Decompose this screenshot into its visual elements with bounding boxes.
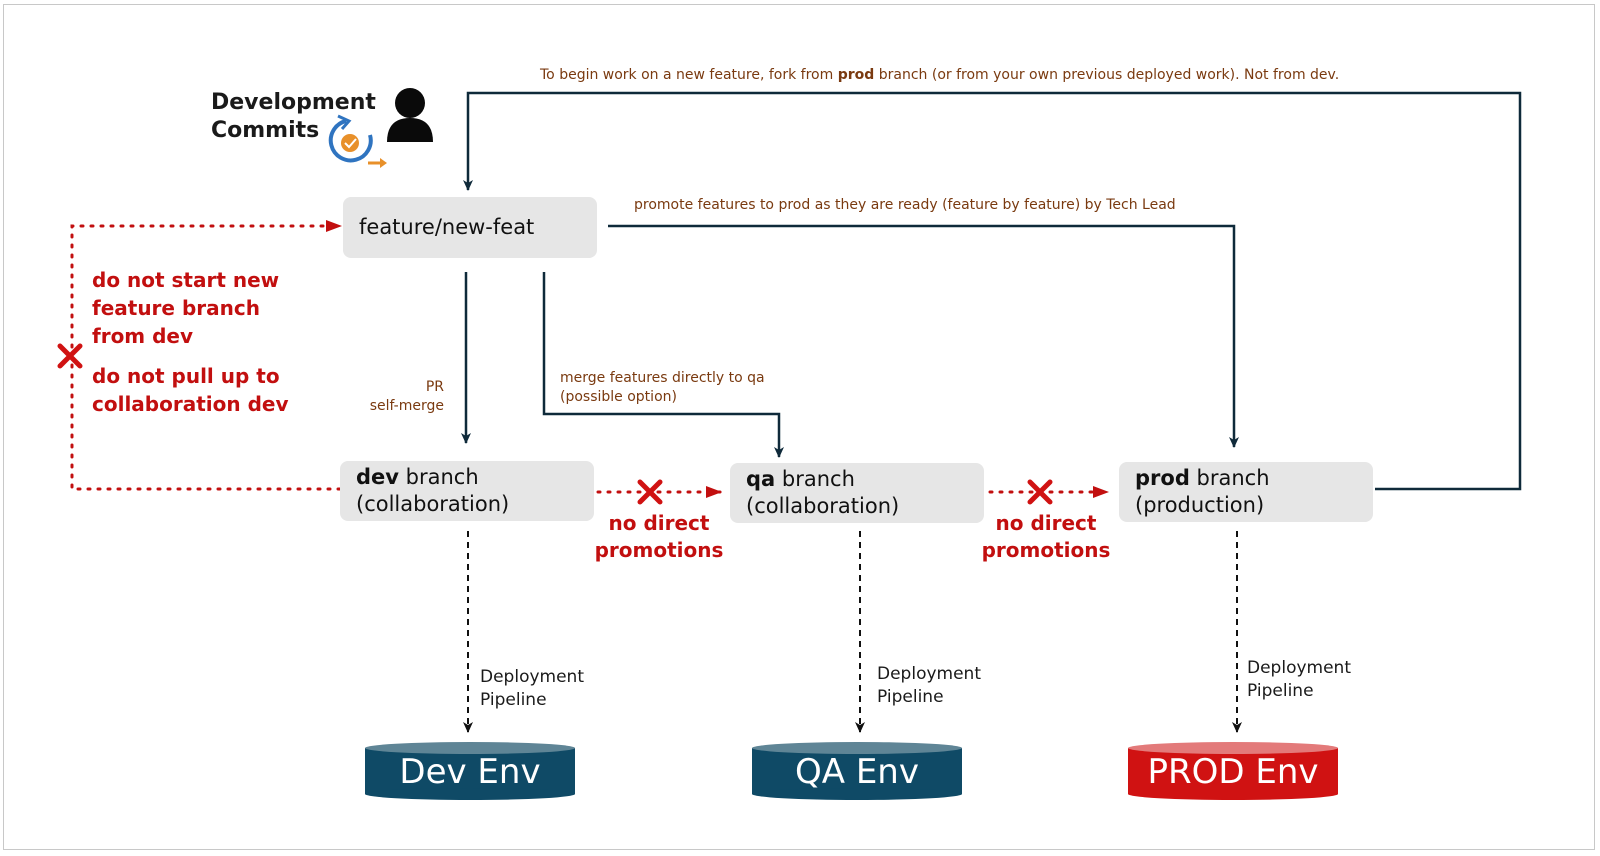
merge-qa-annotation: merge features directly to qa (possible …: [560, 370, 765, 405]
person-icon: [387, 88, 433, 142]
prod-env-cylinder: [1128, 742, 1338, 800]
dev-env-cylinder: [365, 742, 575, 800]
cross-icon: [57, 343, 83, 369]
qa-env-label: QA Env: [795, 752, 919, 792]
development-commits-title: Development Commits: [211, 89, 376, 145]
dev-branch-box: dev branch (collaboration): [340, 461, 594, 521]
warning-new-feature: do not start new feature branch from dev: [92, 268, 280, 348]
dev-env-label: Dev Env: [399, 752, 541, 792]
merge-to-qa-connector: [542, 272, 784, 458]
pr-annotation: PR self-merge: [369, 379, 444, 414]
feature-branch-box: feature/new-feat: [343, 197, 597, 258]
qa-branch-box: qa branch (collaboration): [730, 463, 984, 523]
cross-icon: [637, 479, 663, 505]
dev-commits-line1: Development: [211, 90, 376, 115]
promote-annotation: promote features to prod as they are rea…: [634, 197, 1176, 213]
cross-icon: [1027, 479, 1053, 505]
qa-env-cylinder: [752, 742, 962, 800]
prod-env-label: PROD Env: [1147, 752, 1319, 792]
warning-pull-up: do not pull up to collaboration dev: [92, 364, 289, 416]
commit-cycle-icon: [328, 114, 387, 168]
no-direct-promotions-dev-qa: no direct promotions: [594, 511, 724, 562]
promote-to-prod-connector: [608, 224, 1239, 448]
fork-from-prod-connector: [463, 91, 1522, 491]
feature-branch-label: feature/new-feat: [359, 215, 535, 239]
prod-branch-box: prod branch (production): [1119, 462, 1373, 522]
fork-annotation: To begin work on a new feature, fork fro…: [540, 67, 1340, 83]
no-direct-promotions-qa-prod: no direct promotions: [981, 511, 1111, 562]
dev-commits-line2: Commits: [211, 118, 320, 143]
diagram-frame: [3, 4, 1595, 850]
